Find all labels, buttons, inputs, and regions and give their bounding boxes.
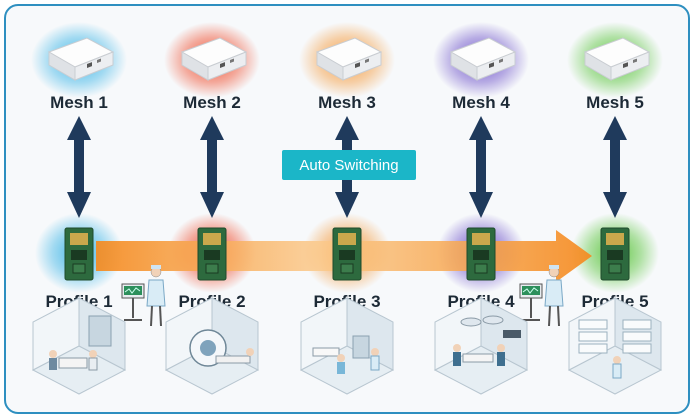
mesh-label: Mesh 4	[452, 93, 510, 112]
profile-module-icon	[64, 227, 94, 281]
auto-switching-badge: Auto Switching	[282, 150, 416, 180]
mesh-label: Mesh 5	[586, 93, 644, 112]
profile-module-icon	[332, 227, 362, 281]
mesh-router-icon	[315, 37, 383, 81]
profile-module-icon	[600, 227, 630, 281]
nurse-with-cart-figure	[121, 265, 166, 327]
room-illustration-office	[31, 297, 127, 395]
mesh-label: Mesh 2	[183, 93, 241, 112]
nurse-with-cart-figure	[519, 265, 564, 327]
room-illustration-pharmacy	[567, 297, 663, 395]
mesh-label: Mesh 3	[318, 93, 376, 112]
bidirectional-arrow	[603, 116, 627, 218]
bidirectional-arrow	[67, 116, 91, 218]
mesh-router-icon	[583, 37, 651, 81]
room-illustration-mri	[164, 297, 260, 395]
profile-module-icon	[197, 227, 227, 281]
bidirectional-arrow	[200, 116, 224, 218]
room-illustration-ward	[299, 297, 395, 395]
bidirectional-arrow	[469, 116, 493, 218]
mesh-label: Mesh 1	[50, 93, 108, 112]
profile-module-icon	[466, 227, 496, 281]
room-illustration-surgery	[433, 297, 529, 395]
mesh-router-icon	[47, 37, 115, 81]
mesh-router-icon	[449, 37, 517, 81]
mesh-router-icon	[180, 37, 248, 81]
